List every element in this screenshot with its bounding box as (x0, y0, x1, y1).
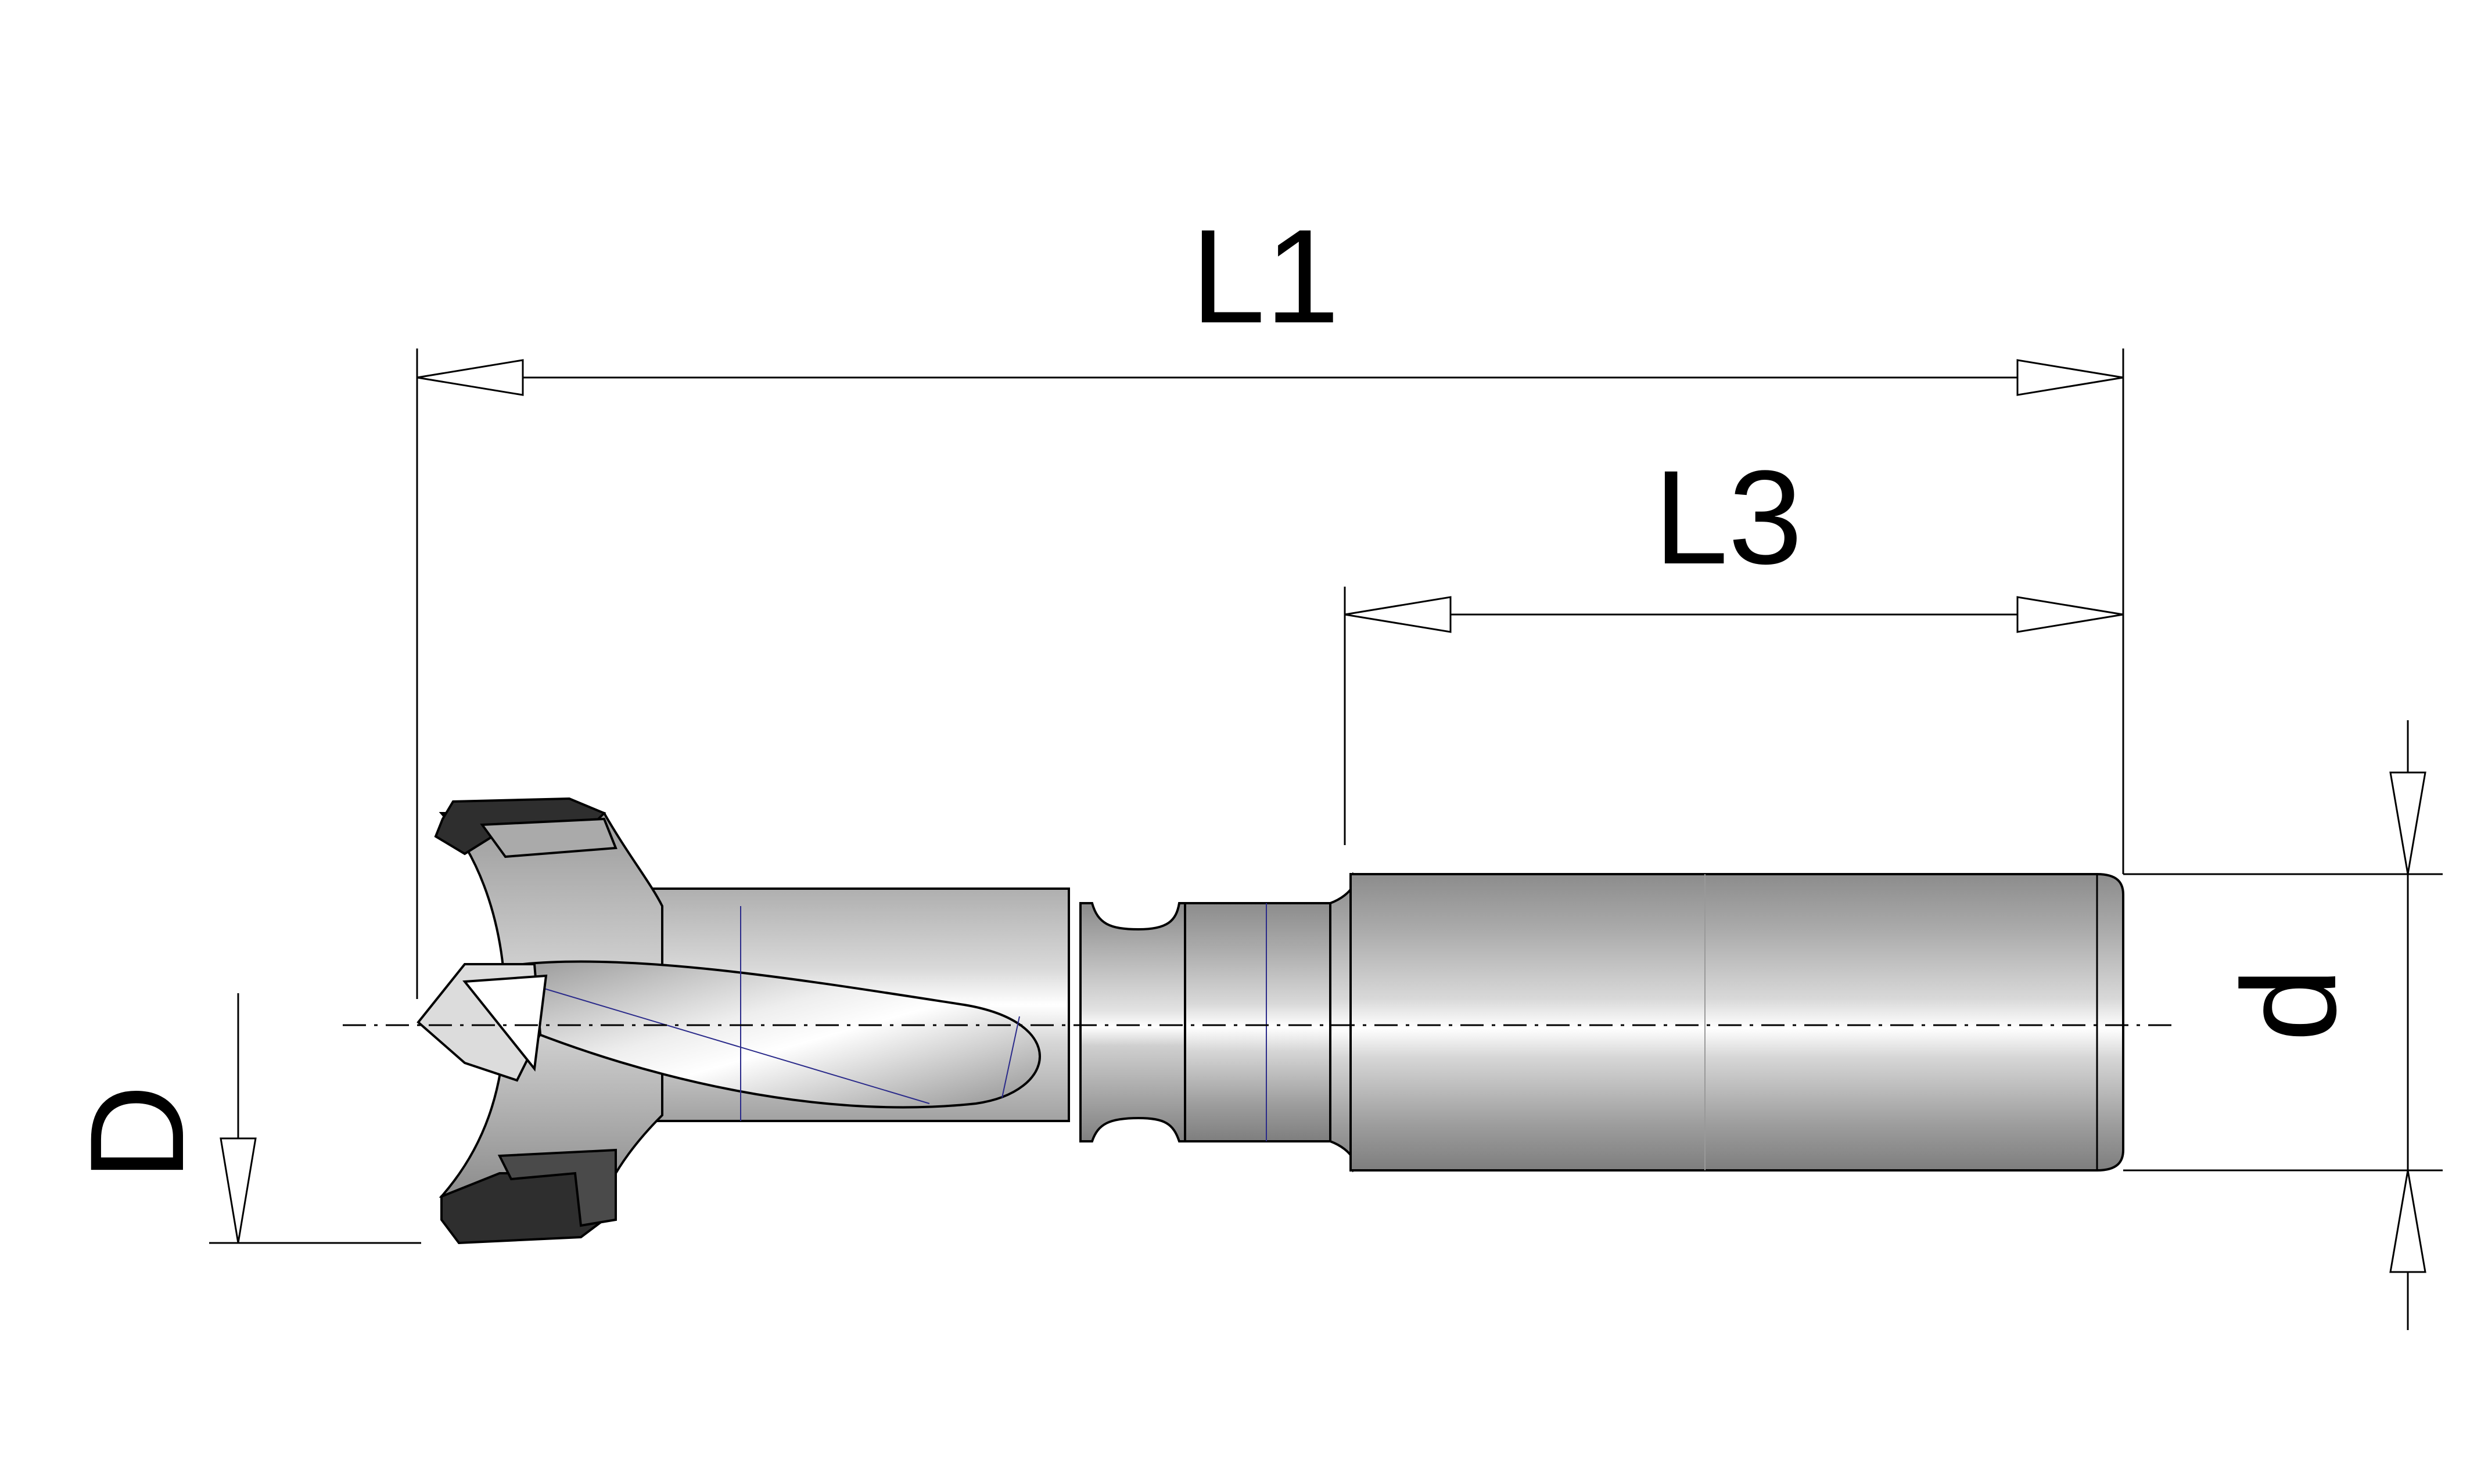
neck-collar (1184, 902, 1331, 1142)
D-arrow (220, 1137, 257, 1244)
label-l1: L1 (1191, 202, 1340, 351)
shank (1349, 873, 2124, 1172)
flute-end-line (1001, 1016, 1020, 1098)
flute (522, 960, 1041, 1109)
l3-arrow-left (1344, 596, 1452, 633)
flute-edge-line (540, 987, 930, 1104)
l1-arrow-left (417, 359, 524, 396)
l3-arrow-right (2016, 596, 2124, 633)
l1-arrow-right (2016, 359, 2124, 396)
d-arrow-bottom (2389, 1170, 2426, 1273)
label-D: D (62, 1084, 211, 1181)
dimension-lines (209, 348, 2443, 1330)
insert-tip-inner (462, 974, 548, 1072)
insert-bottom-face (497, 1148, 617, 1227)
label-l3: L3 (1654, 443, 1803, 592)
cutter-body (417, 797, 2124, 1245)
label-d: d (2214, 968, 2364, 1042)
insert-top-face (480, 817, 617, 858)
d-arrow-top (2389, 771, 2426, 875)
neck (1079, 902, 1186, 1142)
